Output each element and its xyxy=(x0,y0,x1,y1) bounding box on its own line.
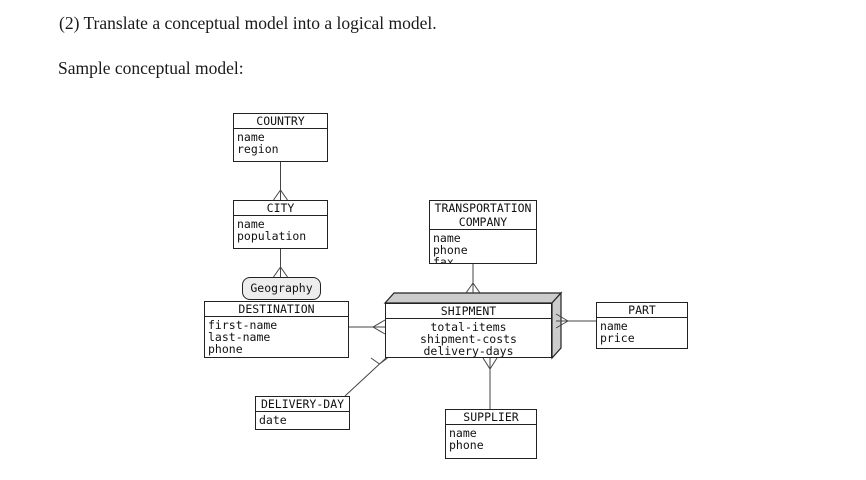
relationship-city-destination xyxy=(273,249,288,278)
entity-transportation-company: TRANSPORTATION COMPANY name phone fax xyxy=(429,200,537,264)
relationship-country-city xyxy=(273,162,288,201)
entity-part-attr-name: name xyxy=(600,319,628,333)
exercise-heading: (2) Translate a conceptual model into a … xyxy=(59,13,437,33)
entity-destination-attr-last-name: last-name xyxy=(208,330,271,344)
relationship-shipment-part xyxy=(555,313,596,329)
shipment-top-face xyxy=(383,292,563,304)
entity-country-title: COUNTRY xyxy=(234,114,327,129)
entity-delivery-day-attr-date: date xyxy=(259,413,287,427)
entity-city-attr-name: name xyxy=(237,217,265,231)
relationship-shipment-supplier xyxy=(482,357,498,409)
entity-transportation-company-attr-name: name xyxy=(433,231,461,245)
entity-supplier-attr-phone: phone xyxy=(449,438,484,452)
entity-shipment-attr-delivery-days: delivery-days xyxy=(423,344,514,358)
entity-shipment-attr-shipment-costs: shipment-costs xyxy=(420,332,517,346)
shipment-right-face xyxy=(551,291,562,360)
entity-destination-attr-first-name: first-name xyxy=(208,318,278,332)
entity-supplier: SUPPLIER name phone xyxy=(445,409,537,459)
entity-transportation-company-attr-phone: phone xyxy=(433,243,468,257)
entity-destination-attr-phone: phone xyxy=(208,342,243,356)
entity-part-attr-price: price xyxy=(600,331,635,345)
relationship-destination-shipment xyxy=(349,319,386,335)
entity-supplier-title: SUPPLIER xyxy=(446,410,536,425)
entity-part: PART name price xyxy=(596,302,688,349)
entity-delivery-day-title: DELIVERY-DAY xyxy=(256,397,349,412)
relationship-label-geography: Geography xyxy=(242,277,321,300)
entity-country-attr-name: name xyxy=(237,130,265,144)
entity-destination: DESTINATION first-name last-name phone xyxy=(204,301,349,358)
entity-city-title: CITY xyxy=(234,201,327,216)
entity-transportation-company-title: TRANSPORTATION COMPANY xyxy=(430,201,536,230)
entity-shipment: SHIPMENT total-items shipment-costs deli… xyxy=(385,303,552,358)
entity-destination-title: DESTINATION xyxy=(205,302,348,317)
entity-shipment-attr-total-items: total-items xyxy=(430,320,507,334)
entity-country: COUNTRY name region xyxy=(233,113,328,162)
entity-delivery-day: DELIVERY-DAY date xyxy=(255,396,350,430)
sample-model-label: Sample conceptual model: xyxy=(58,58,244,78)
entity-city: CITY name population xyxy=(233,200,328,249)
entity-supplier-attr-name: name xyxy=(449,426,477,440)
entity-shipment-title: SHIPMENT xyxy=(386,304,551,319)
entity-country-attr-region: region xyxy=(237,142,279,156)
entity-city-attr-population: population xyxy=(237,229,307,243)
entity-part-title: PART xyxy=(597,303,687,318)
relationship-company-shipment xyxy=(465,264,481,294)
relationship-shipment-deliveryday xyxy=(344,357,388,397)
entity-transportation-company-attr-fax: fax xyxy=(433,255,454,264)
